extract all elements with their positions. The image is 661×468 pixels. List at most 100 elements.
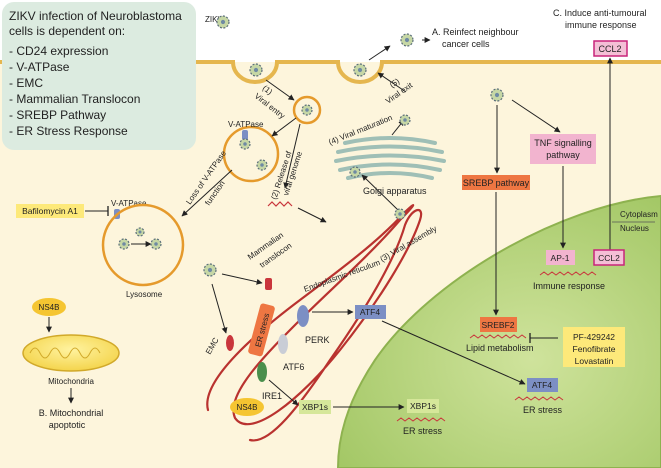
srebf2-promoter [469, 334, 527, 339]
virus-core [122, 242, 126, 246]
xbp1s-er-stress: ER stress [403, 426, 443, 436]
translocon-icon [265, 278, 272, 290]
ns4b-bottom-badge [230, 398, 264, 416]
virus-particles [118, 15, 504, 277]
virus-core [398, 212, 402, 216]
drug-box [563, 327, 625, 367]
virus-to-emc-arrow [211, 283, 228, 334]
cytoplasm-label: Cytoplasm [620, 210, 658, 219]
tnf-box [530, 134, 596, 164]
reinfect-label-2: cancer cells [442, 39, 490, 49]
srebf2-label: SREBF2 [481, 320, 514, 330]
atf4-nuc-box [527, 378, 558, 392]
virus-core [138, 230, 142, 234]
virus-core [220, 19, 226, 25]
xbp1s-promoter [396, 417, 446, 422]
lipid-label: Lipid metabolism [466, 343, 534, 353]
perk-label: PERK [305, 335, 330, 345]
info-item: - ER Stress Response [9, 124, 128, 138]
virus-core [494, 92, 500, 98]
ap1-label: AP-1 [551, 253, 570, 263]
ns4b-bottom-label: NS4B [237, 403, 258, 412]
viral-genome [267, 201, 293, 207]
srebp-label: SREBP pathway [463, 178, 530, 188]
mito-outcome-2: apoptotic [49, 420, 86, 430]
bafilomycin-label: Bafilomycin A1 [22, 206, 78, 216]
xbp1s-box [299, 400, 331, 414]
nucleus-label: Nucleus [620, 224, 649, 233]
info-item: - SREBP Pathway [9, 108, 106, 122]
ire1-icon [257, 362, 267, 382]
reinfect-label-1: A. Reinfect neighbour [432, 27, 519, 37]
virus-core [253, 67, 259, 73]
xbp1s-nuc-label: XBP1s [410, 401, 436, 411]
lysosome [101, 203, 185, 287]
ire1-xbp1s-arrow [268, 379, 299, 406]
mitochondria-cristae [29, 347, 101, 359]
vatpase-top-icon [242, 130, 248, 140]
info-item: - CD24 expression [9, 44, 108, 58]
virus-core [404, 37, 410, 43]
golgi-label: Golgi apparatus [363, 186, 427, 196]
atf4-nuc-label: ATF4 [532, 380, 552, 390]
info-title-1: ZIKV infection of Neuroblastoma [9, 9, 182, 23]
srebf2-box [480, 317, 517, 332]
virus-core [305, 108, 309, 112]
endosome-large [222, 125, 280, 183]
virus-core [154, 242, 158, 246]
virus-tnf-arrow [511, 99, 561, 133]
lysosome-label: Lysosome [126, 290, 163, 299]
virus-core [403, 118, 407, 122]
ccl2-nuc-box [593, 249, 625, 266]
virus-core [260, 163, 264, 167]
endosome-small [292, 95, 322, 125]
assembly-arrow [361, 174, 399, 211]
zikv-label: ZIKV [205, 15, 223, 24]
plasma-membrane [0, 60, 661, 84]
exit-arrow [368, 45, 391, 61]
info-item: - EMC [9, 76, 43, 90]
virus-to-translocon-arrow [221, 273, 263, 285]
ccl2-top-box [593, 40, 628, 57]
atf4-er-stress: ER stress [523, 405, 563, 415]
atf4-promoter [514, 396, 564, 401]
loss-arrow [181, 169, 233, 217]
info-items: - CD24 expression - V-ATPase - EMC - Mam… [9, 44, 140, 138]
info-title-2: cells is dependent on: [9, 24, 125, 38]
atf4-nucleus-arrow [381, 320, 526, 385]
endoplasmic-reticulum [206, 204, 423, 442]
atf6-label: ATF6 [283, 362, 304, 372]
ap1-promoter [539, 271, 597, 276]
endosome-arrow [271, 117, 297, 137]
immune-response-label: Immune response [533, 281, 605, 291]
vatpase-top-label: V-ATPase [228, 120, 264, 129]
ap1-box [546, 250, 575, 265]
entry-arrow [265, 79, 295, 101]
atf4-box [355, 305, 386, 319]
mito-label: Mitochondria [48, 377, 94, 386]
golgi-apparatus [334, 136, 446, 180]
info-item: - Mammalian Translocon [9, 92, 140, 106]
induce-label-2: immune response [565, 20, 637, 30]
srebp-box [462, 175, 530, 190]
drug-3: Lovastatin [575, 356, 614, 366]
info-item: - V-ATPase [9, 60, 70, 74]
ns4b-top-label: NS4B [39, 303, 60, 312]
drug-2: Fenofibrate [573, 344, 616, 354]
drug-1: PF-429242 [573, 332, 615, 342]
mitochondria [22, 334, 120, 372]
virus-core [243, 142, 247, 146]
emc-icon [226, 335, 234, 351]
ccl2-top-label: CCL2 [598, 44, 621, 54]
genome-arrow [283, 123, 301, 189]
virus-core [353, 170, 357, 174]
induce-label-1: C. Induce anti-tumoural [553, 8, 647, 18]
info-box [2, 2, 196, 150]
genome-to-er-arrow [297, 207, 327, 223]
tnf-label-1: TNF signalling [534, 138, 592, 148]
virus-core [357, 67, 363, 73]
atf4-label: ATF4 [360, 307, 380, 317]
atf6-icon [278, 334, 288, 354]
